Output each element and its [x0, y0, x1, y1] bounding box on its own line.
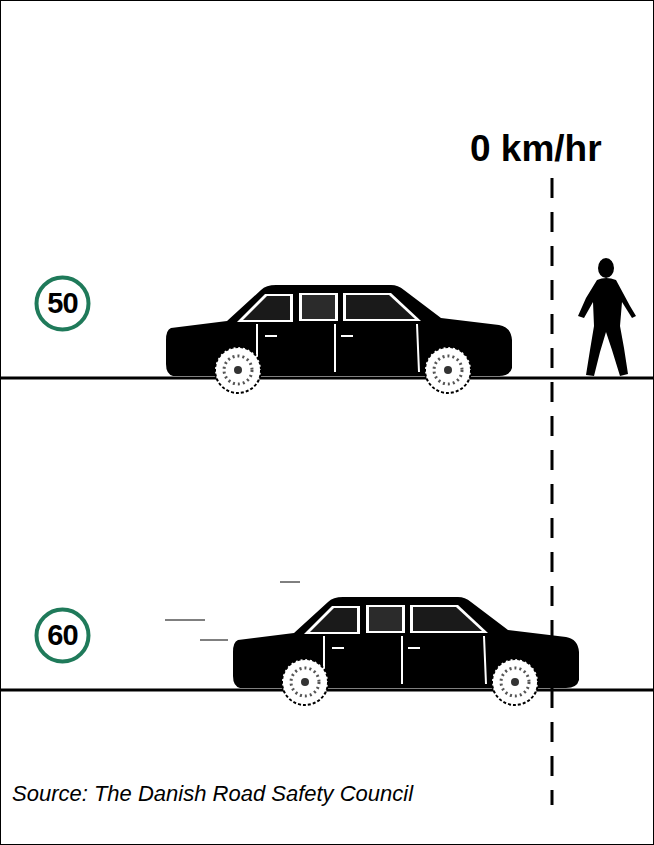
- speed-value: 50: [34, 275, 91, 332]
- source-caption: Source: The Danish Road Safety Council: [12, 781, 413, 807]
- speed-limit-sign: 50: [34, 275, 91, 332]
- speed-value: 60: [34, 607, 91, 664]
- speed-limit-sign: 60: [34, 607, 91, 664]
- speed-label: 0 km/hr: [470, 128, 602, 170]
- stop-line: [551, 178, 554, 805]
- speed-streaks: [165, 582, 300, 640]
- road-line: [0, 377, 654, 380]
- pedestrian: [578, 258, 636, 376]
- car: [233, 597, 579, 705]
- car: [166, 285, 512, 393]
